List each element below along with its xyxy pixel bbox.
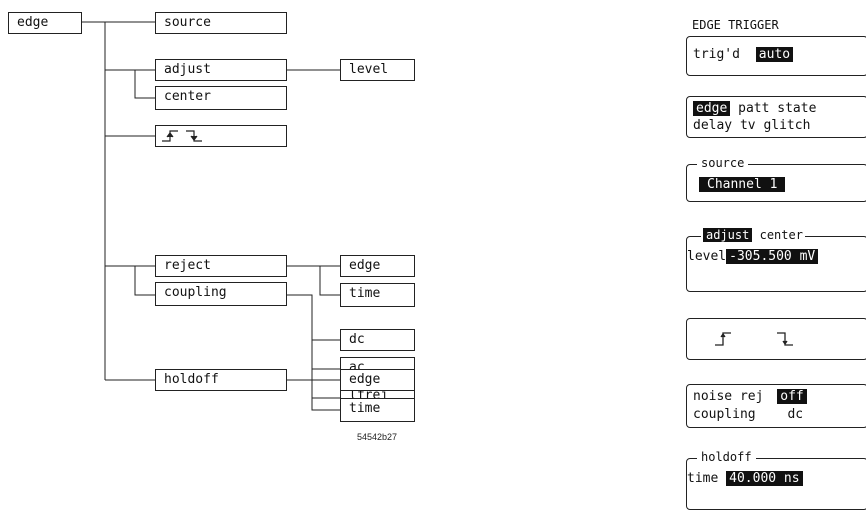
level-value: -305.500 mV <box>726 249 819 264</box>
source-legend: source <box>697 156 749 170</box>
slope-key[interactable] <box>686 318 866 360</box>
connector-coupling-trunk <box>287 294 340 399</box>
tree-center: center <box>155 86 287 110</box>
rising-arrow-icon <box>166 132 174 138</box>
trigger-mode-value: auto <box>755 47 794 62</box>
falling-arrow-icon <box>190 135 198 141</box>
noise-coupling-key[interactable]: noise rej off coupling dc <box>686 384 866 428</box>
tree-reject: reject <box>155 255 287 277</box>
level-label: level <box>687 249 727 264</box>
adjust-center-legend: adjust center <box>701 228 805 242</box>
trigger-type-others-row1: patt state <box>738 101 817 116</box>
tree-slopes <box>155 125 287 147</box>
tree-coupling: coupling <box>155 282 287 306</box>
connector-center <box>134 70 155 99</box>
coupling-value: dc <box>787 407 804 422</box>
coupling-label: coupling <box>693 407 756 422</box>
source-value: Channel 1 <box>699 177 786 192</box>
tree-source: source <box>155 12 287 34</box>
holdoff-legend: holdoff <box>697 450 756 464</box>
tree-level: level <box>340 59 415 81</box>
tree-holdoff-time: time <box>340 398 415 422</box>
connector-reject-time <box>319 266 340 296</box>
trigger-type-others-row2: delay tv glitch <box>693 118 811 133</box>
source-key[interactable]: source Channel 1 <box>686 156 866 202</box>
noise-reject-label: noise rej <box>693 389 764 404</box>
trigger-type-key[interactable]: edge patt state delay tv glitch <box>686 96 866 138</box>
falling-edge-icon <box>777 332 793 346</box>
tree-holdoff: holdoff <box>155 369 287 391</box>
rising-edge-arrow-icon <box>720 332 726 338</box>
tree-reject-time: time <box>340 283 415 307</box>
noise-reject-value: off <box>777 389 807 404</box>
trigger-type-selected: edge <box>693 101 731 116</box>
trigger-mode-key[interactable]: trig'd auto <box>686 36 866 76</box>
slope-select-icons <box>715 332 793 346</box>
menu-tree-connectors <box>82 21 340 411</box>
level-adjust-key[interactable]: adjust center level-305.500 mV <box>686 228 866 292</box>
rising-edge-icon <box>715 332 731 346</box>
slope-icons <box>162 130 202 142</box>
trigger-mode-label: trig'd <box>693 47 740 62</box>
center-option: center <box>759 228 803 242</box>
holdoff-time-value: 40.000 ns <box>726 471 803 486</box>
connector-coupling <box>134 266 155 296</box>
connector-holdoff-time <box>311 380 340 411</box>
tree-holdoff-edge: edge <box>340 369 415 391</box>
figure-reference: 54542b27 <box>357 432 398 442</box>
tree-dc: dc <box>340 329 415 351</box>
tree-root-edge: edge <box>8 12 82 34</box>
adjust-selected: adjust <box>703 228 753 242</box>
holdoff-time-label: time <box>687 471 719 486</box>
holdoff-key[interactable]: holdoff time 40.000 ns <box>686 450 866 510</box>
falling-edge-arrow-icon <box>782 340 788 346</box>
menu-title: EDGE TRIGGER <box>692 18 779 32</box>
tree-reject-edge: edge <box>340 255 415 277</box>
tree-adjust: adjust <box>155 59 287 81</box>
